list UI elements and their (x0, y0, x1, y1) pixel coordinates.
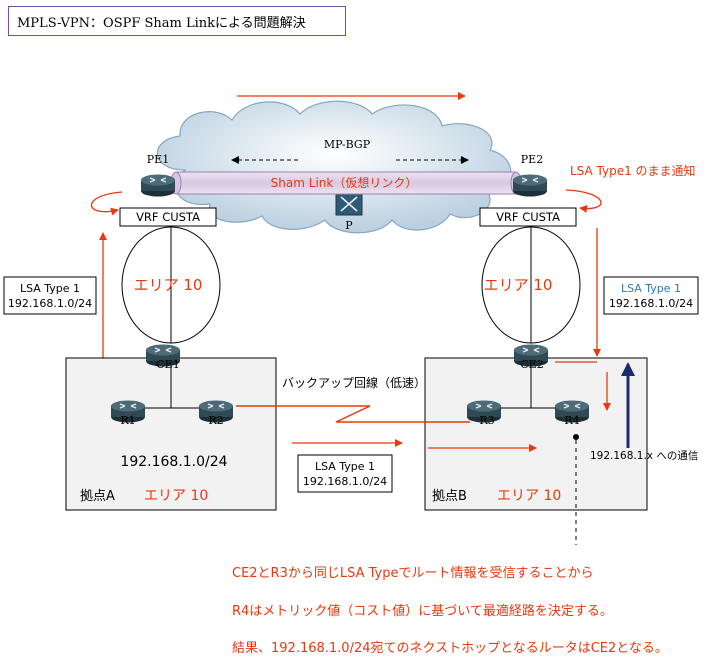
site-b-area: エリア 10 (497, 488, 561, 504)
r1-label: R1 (120, 414, 135, 427)
lsa-bottom-line1: LSA Type 1 (315, 460, 375, 473)
pe2-label: PE2 (521, 153, 543, 166)
sham-link-label: Sham Link（仮想リンク） (271, 175, 418, 190)
lsa-box-right (603, 276, 699, 315)
p-router-icon (335, 192, 363, 216)
backup-line-label: バックアップ回線（低速） (282, 375, 426, 390)
lsa-left-line2: 192.168.1.0/24 (8, 297, 92, 310)
area-label-a: エリア 10 (134, 276, 203, 294)
site-a-network: 192.168.1.0/24 (120, 454, 227, 470)
p-router-label: P (345, 219, 353, 232)
mpls-cloud (156, 100, 512, 234)
diagram-title: MPLS-VPN：OSPF Sham Linkによる問題解決 (8, 6, 346, 36)
lsa-box-bottom (297, 454, 393, 493)
r4-label: R4 (564, 414, 579, 427)
pe2-router-icon (512, 173, 548, 198)
ce2-label: CE2 (520, 358, 543, 371)
r4-pointer-dot (573, 434, 579, 440)
pe1-vrf-box (119, 207, 217, 227)
lsa-box-left (3, 276, 97, 315)
sham-link (170, 171, 522, 195)
site-b-box (424, 357, 648, 511)
ce1-label: CE1 (156, 358, 179, 371)
site-a-name: 拠点A (80, 489, 115, 504)
pe1-vrf-label: VRF CUSTA (136, 210, 200, 224)
site-a-area: エリア 10 (144, 488, 208, 504)
traffic-label: 192.168.1.x への通信 (590, 450, 698, 462)
pe1-label: PE1 (147, 153, 169, 166)
pe2-loop-arrow (565, 189, 602, 213)
lsa-bottom-line2: 192.168.1.0/24 (303, 475, 387, 488)
site-b-name: 拠点B (432, 489, 467, 504)
lsa-right-line1: LSA Type 1 (621, 282, 681, 295)
mp-bgp-label: MP-BGP (324, 138, 371, 151)
pe2-vrf-label: VRF CUSTA (496, 210, 560, 224)
backup-line (236, 405, 470, 423)
pe2-vrf-box (479, 207, 577, 227)
note-line-3: 結果、192.168.1.0/24宛てのネクストホップとなるルータはCE2となる… (232, 641, 668, 656)
lsa-left-line1: LSA Type 1 (20, 282, 80, 295)
pe1-router-icon (140, 173, 176, 198)
r2-label: R2 (208, 414, 223, 427)
note-line-2: R4はメトリック値（コスト値）に基づいて最適経路を決定する。 (232, 604, 613, 619)
area-label-b: エリア 10 (484, 276, 553, 294)
r3-label: R3 (479, 414, 494, 427)
pe1-loop-arrow (91, 191, 123, 216)
note-line-1: CE2とR3から同じLSA Typeでルート情報を受信することから (232, 566, 594, 581)
lsa-right-line2: 192.168.1.0/24 (609, 297, 693, 310)
pe2-note: LSA Type1 のまま通知 (570, 164, 696, 178)
